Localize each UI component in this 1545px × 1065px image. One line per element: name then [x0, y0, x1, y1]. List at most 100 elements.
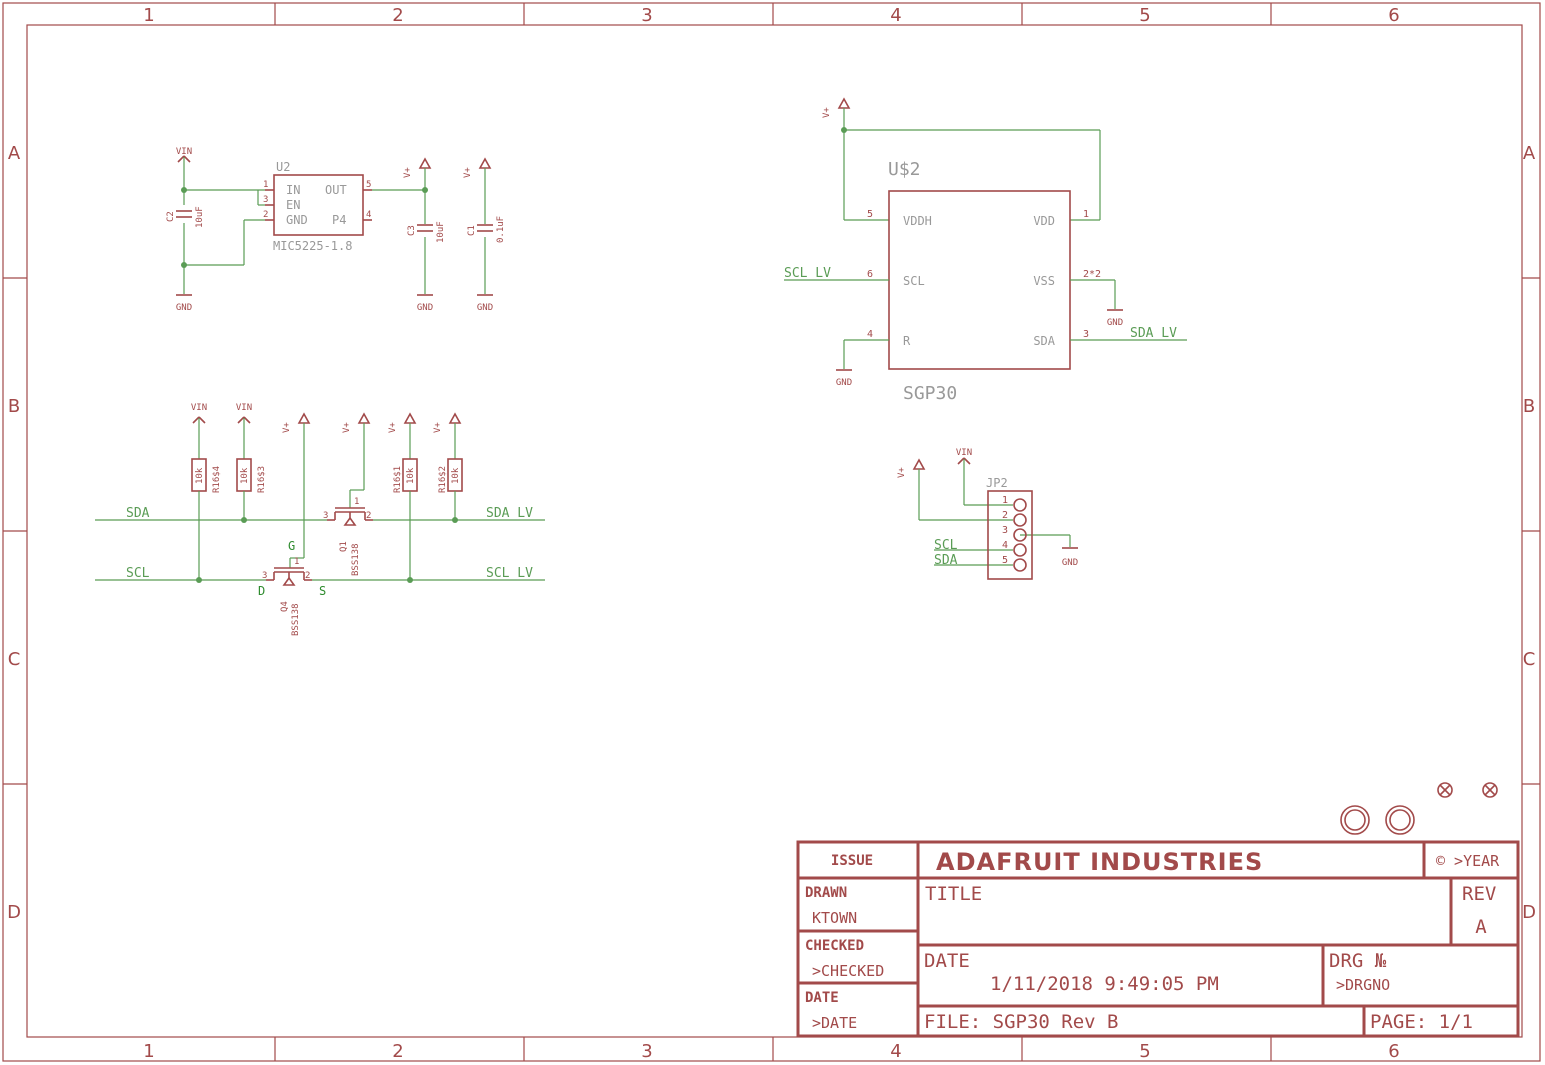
- svg-text:5: 5: [867, 209, 873, 220]
- col-label-top: 5: [1139, 5, 1150, 26]
- resistor-r16-3: 10k R16$3: [236, 458, 267, 493]
- svg-text:V+: V+: [463, 167, 473, 178]
- svg-text:P4: P4: [332, 213, 346, 227]
- svg-text:6: 6: [867, 269, 873, 280]
- grid-dividers: [3, 3, 1540, 1061]
- svg-text:U$2: U$2: [888, 159, 921, 180]
- svg-text:10k: 10k: [195, 467, 205, 484]
- col-label-bottom: 6: [1388, 1041, 1399, 1062]
- svg-text:Q1: Q1: [339, 541, 349, 552]
- svg-text:4: 4: [366, 210, 371, 220]
- regulator-u2: U2 IN EN GND OUT P4 MIC5225-1.8 1 3 2 5 …: [263, 160, 372, 253]
- svg-text:GND: GND: [836, 378, 852, 388]
- date-value: 1/11/2018 9:49:05 PM: [990, 973, 1219, 995]
- net-label: SCL: [934, 538, 958, 553]
- svg-text:EN: EN: [286, 198, 300, 212]
- svg-text:C1: C1: [467, 225, 477, 236]
- vplus-symbol: V+: [282, 412, 311, 433]
- svg-text:V+: V+: [897, 467, 907, 478]
- mosfet-q1: 3 2 1 Q1 BSS138: [323, 497, 373, 576]
- vplus-symbol: V+: [897, 458, 926, 478]
- svg-text:OUT: OUT: [325, 183, 347, 197]
- svg-text:GND: GND: [477, 303, 493, 313]
- svg-text:GND: GND: [286, 213, 308, 227]
- svg-text:IN: IN: [286, 183, 300, 197]
- fiducial-icon: [1437, 782, 1453, 798]
- issue-label: ISSUE: [831, 853, 873, 869]
- col-label-bottom: 4: [890, 1041, 901, 1062]
- svg-text:MIC5225-1.8: MIC5225-1.8: [273, 239, 352, 253]
- svg-text:1: 1: [354, 497, 359, 507]
- svg-text:V+: V+: [342, 422, 352, 433]
- svg-text:2: 2: [366, 511, 371, 521]
- resistor-r16-4: 10k R16$4: [191, 458, 222, 493]
- svg-text:3: 3: [323, 511, 328, 521]
- drg-label: DRG №: [1329, 950, 1387, 972]
- svg-text:3: 3: [262, 571, 267, 581]
- svg-text:Q4: Q4: [280, 601, 290, 612]
- svg-text:R: R: [903, 334, 911, 348]
- vplus-symbol: V+: [433, 412, 462, 433]
- drawn-label: DRAWN: [805, 885, 847, 901]
- col-label-bottom: 2: [392, 1041, 403, 1062]
- svg-text:R16$2: R16$2: [438, 466, 448, 493]
- svg-text:V+: V+: [403, 167, 413, 178]
- svg-text:2: 2: [1002, 510, 1008, 521]
- row-label-right: C: [1523, 649, 1536, 670]
- svg-text:GND: GND: [176, 303, 192, 313]
- svg-text:U2: U2: [276, 160, 290, 174]
- col-label-top: 4: [890, 5, 901, 26]
- svg-text:2*2: 2*2: [1083, 269, 1101, 280]
- vplus-symbol: V+: [463, 157, 492, 178]
- svg-text:2: 2: [305, 571, 310, 581]
- row-label-right: A: [1523, 143, 1536, 164]
- col-label-top: 6: [1388, 5, 1399, 26]
- resistor-r16-1: 10k R16$1: [393, 458, 418, 493]
- level-shifter-section: SDA SCL SDA_LV SCL_LV VIN 10k R16$4 VIN …: [95, 403, 545, 636]
- svg-text:C2: C2: [166, 211, 176, 222]
- svg-text:SCL: SCL: [903, 274, 925, 288]
- svg-text:SDA: SDA: [1033, 334, 1055, 348]
- mounting-holes: [1340, 782, 1498, 835]
- svg-text:GND: GND: [417, 303, 433, 313]
- svg-text:1: 1: [1002, 495, 1008, 506]
- svg-text:3: 3: [263, 195, 268, 205]
- resistor-r16-2: 10k R16$2: [438, 458, 463, 493]
- svg-text:R16$3: R16$3: [257, 466, 267, 493]
- svg-text:GND: GND: [1107, 318, 1123, 328]
- gnd-symbol: GND: [1107, 309, 1123, 328]
- svg-text:VIN: VIN: [191, 403, 207, 413]
- gnd-symbol: GND: [417, 294, 433, 313]
- net-label: SCL_LV: [486, 566, 533, 581]
- capacitor-c3: C3 10uF: [407, 221, 446, 243]
- net-label: SDA: [934, 553, 958, 568]
- fiducial-icon: [1482, 782, 1498, 798]
- row-label-right: B: [1523, 396, 1535, 417]
- vin-symbol: VIN: [176, 147, 192, 163]
- svg-text:2: 2: [263, 210, 268, 220]
- gnd-symbol: GND: [836, 369, 852, 388]
- svg-text:10uF: 10uF: [436, 221, 446, 243]
- vplus-symbol: V+: [403, 157, 432, 178]
- svg-text:VIN: VIN: [236, 403, 252, 413]
- row-label-left: B: [8, 396, 20, 417]
- svg-text:VIN: VIN: [176, 147, 192, 157]
- net-label: SDA_LV: [486, 506, 533, 521]
- rev-value: A: [1475, 916, 1487, 938]
- row-label-right: D: [1522, 902, 1536, 923]
- date-value-small: >DATE: [812, 1014, 857, 1032]
- svg-text:R16$4: R16$4: [212, 466, 222, 493]
- svg-text:BSS138: BSS138: [291, 603, 301, 636]
- svg-text:V+: V+: [822, 107, 832, 118]
- row-labels: A B C D A B C D: [7, 143, 1536, 923]
- svg-text:VIN: VIN: [956, 448, 972, 458]
- vin-symbol: VIN: [191, 403, 207, 424]
- header-jp2: JP2 1 2 3 4 5: [986, 476, 1033, 580]
- inner-frame: [26, 24, 1523, 1038]
- svg-text:10k: 10k: [406, 467, 416, 484]
- svg-text:4: 4: [1002, 540, 1008, 551]
- svg-text:V+: V+: [282, 422, 292, 433]
- drg-value: >DRGNO: [1336, 976, 1390, 994]
